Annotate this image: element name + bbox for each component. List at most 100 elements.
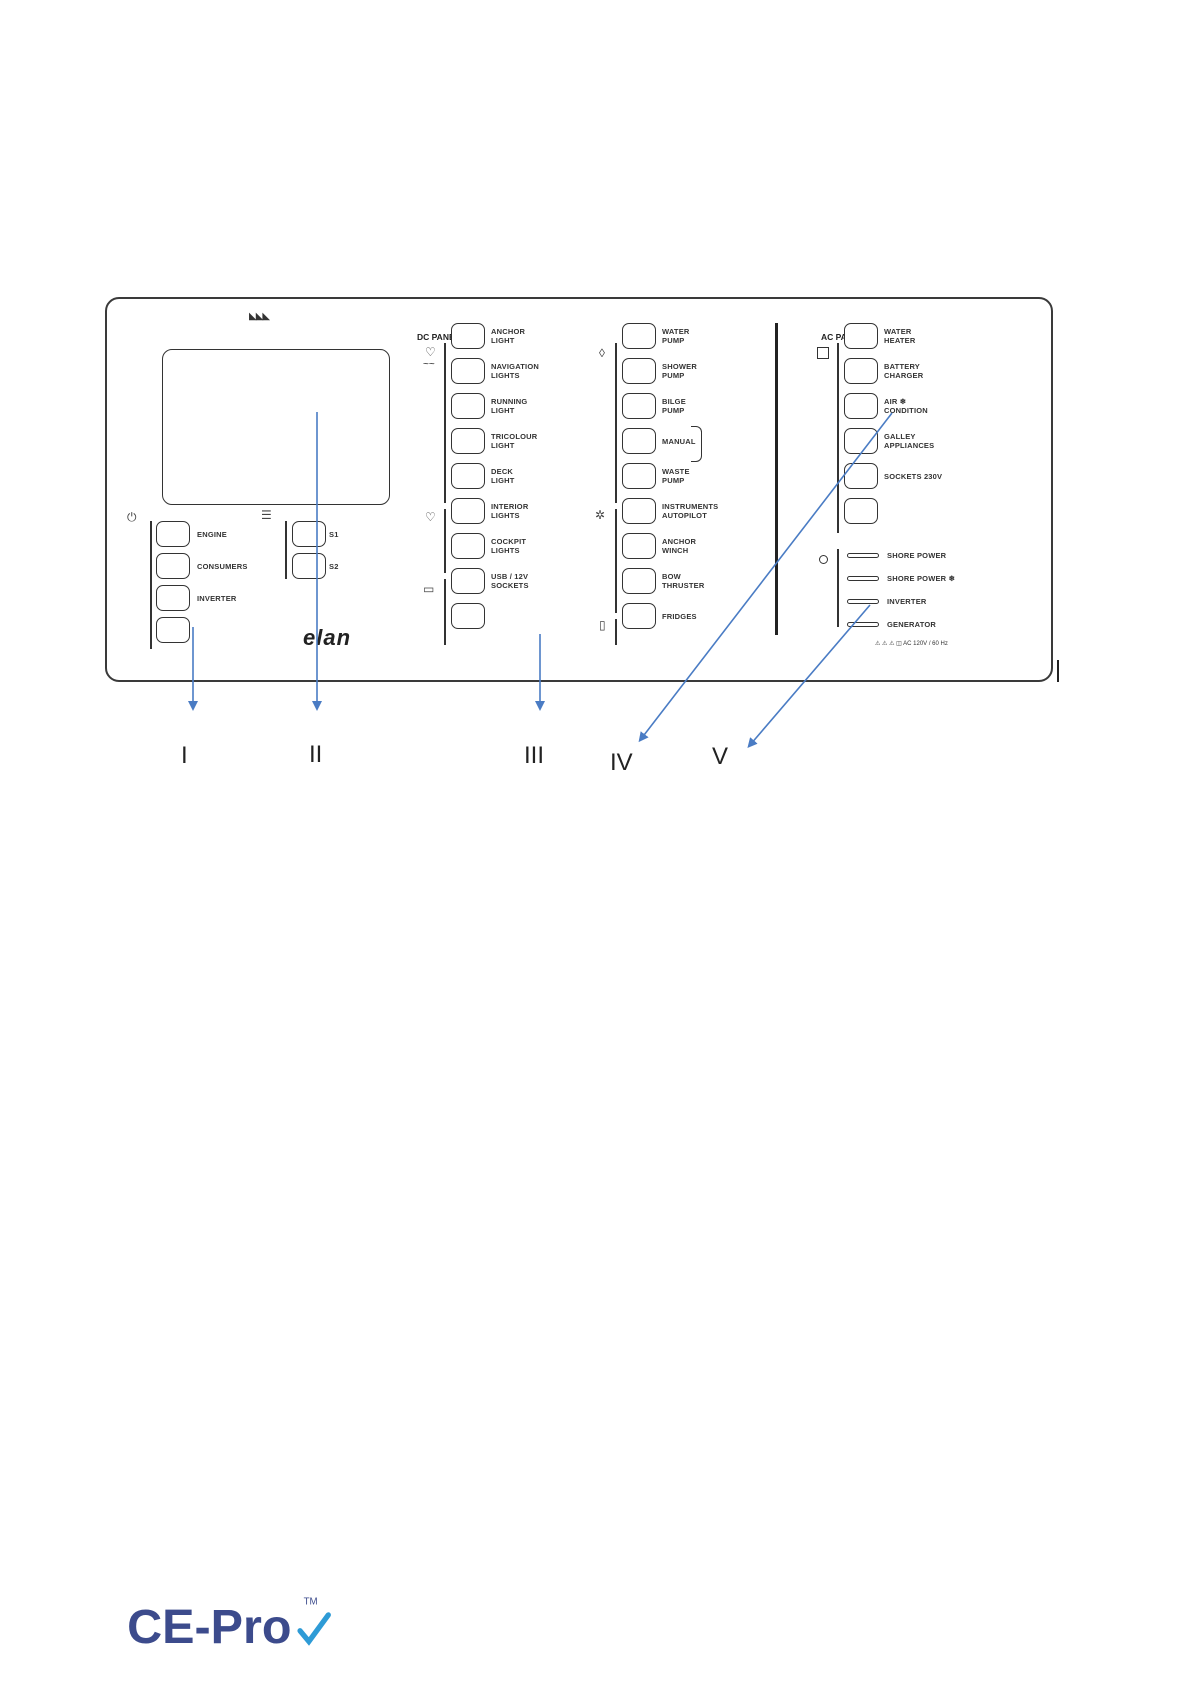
button-label: FRIDGES bbox=[662, 611, 697, 621]
spare-button[interactable] bbox=[156, 617, 190, 643]
group-line bbox=[285, 521, 287, 579]
power-icon: ⏻ bbox=[127, 510, 137, 524]
callout-label-iii: III bbox=[524, 742, 545, 769]
bow-thruster-button[interactable] bbox=[622, 568, 656, 594]
engine-button[interactable] bbox=[156, 521, 190, 547]
sliders-icon: ☰ bbox=[261, 508, 272, 522]
s1-button[interactable] bbox=[292, 521, 326, 547]
button-label: ENGINE bbox=[197, 529, 227, 539]
button-label: COCKPIT LIGHTS bbox=[491, 537, 527, 555]
dc-panel-header: DC PANEL bbox=[417, 332, 460, 342]
interior-lights-button[interactable] bbox=[451, 498, 485, 524]
group-line bbox=[837, 549, 839, 627]
group-line bbox=[615, 619, 617, 645]
button-label: BOW THRUSTER bbox=[662, 572, 705, 590]
button-label: SOCKETS 230V bbox=[884, 471, 943, 481]
consumers-button[interactable] bbox=[156, 553, 190, 579]
display-screen bbox=[162, 349, 390, 505]
usb-12v-sockets-button[interactable] bbox=[451, 568, 485, 594]
fridge-icon: ▯ bbox=[599, 618, 606, 632]
fridges-button[interactable] bbox=[622, 603, 656, 629]
bulb-icon: ♡ bbox=[425, 510, 436, 524]
indicator-icon bbox=[819, 555, 828, 564]
bilge-manual-bracket bbox=[691, 426, 702, 462]
button-label: S2 bbox=[329, 561, 339, 571]
monitor-icon: ▭ bbox=[423, 582, 435, 596]
waste-pump-button[interactable] bbox=[622, 463, 656, 489]
bilge-pump-button[interactable] bbox=[622, 393, 656, 419]
button-label: ANCHOR WINCH bbox=[662, 537, 697, 555]
group-line bbox=[444, 579, 446, 645]
callout-label-i: I bbox=[181, 742, 188, 769]
group-line bbox=[615, 343, 617, 503]
button-label: MANUAL bbox=[662, 436, 696, 446]
button-label: INVERTER bbox=[197, 593, 237, 603]
panel-divider bbox=[775, 323, 778, 635]
water-heater-button[interactable] bbox=[844, 323, 878, 349]
bulb-icon: ♡ bbox=[425, 345, 436, 359]
button-label: AIR ❄ CONDITION bbox=[884, 397, 928, 415]
elan-logo: elan bbox=[303, 625, 352, 650]
brand-text: CE-Pro bbox=[127, 1600, 291, 1652]
group-line bbox=[444, 343, 446, 503]
signal-icon: ◣◣◣ bbox=[249, 311, 270, 322]
button-label: SHOWER PUMP bbox=[662, 362, 697, 380]
button-label: WASTE PUMP bbox=[662, 467, 690, 485]
ac-panel-header: AC PANEL bbox=[821, 332, 864, 342]
brand-tm: TM bbox=[304, 1596, 318, 1607]
button-label: BILGE PUMP bbox=[662, 397, 686, 415]
button-label: NAVIGATION LIGHTS bbox=[491, 362, 539, 380]
indicator-label: GENERATOR bbox=[887, 620, 937, 629]
anchor-light-button[interactable] bbox=[451, 323, 485, 349]
rating-footnote: ⚠ ⚠ ⚠ ◫ AC 120V / 60 Hz bbox=[875, 641, 948, 647]
callout-label-ii: II bbox=[309, 741, 323, 768]
button-label: TRICOLOUR LIGHT bbox=[491, 432, 538, 450]
indicator-light bbox=[847, 599, 879, 604]
wave-icon: ~~ bbox=[423, 359, 435, 370]
tricolour-light-button[interactable] bbox=[451, 428, 485, 454]
inverter-button[interactable] bbox=[156, 585, 190, 611]
shower-pump-button[interactable] bbox=[622, 358, 656, 384]
anchor-winch-button[interactable] bbox=[622, 533, 656, 559]
panel-edge-mark bbox=[1057, 660, 1059, 682]
button-label: WATER HEATER bbox=[884, 327, 916, 345]
arrow-iv bbox=[638, 412, 893, 743]
indicator-label: SHORE POWER bbox=[887, 551, 947, 560]
button-label: RUNNING LIGHT bbox=[491, 397, 528, 415]
button-label: WATER PUMP bbox=[662, 327, 690, 345]
manual-button[interactable] bbox=[622, 428, 656, 454]
button-label: ANCHOR LIGHT bbox=[491, 327, 526, 345]
callout-label-iv: IV bbox=[610, 749, 633, 776]
water-pump-button[interactable] bbox=[622, 323, 656, 349]
instruments-autopilot-button[interactable] bbox=[622, 498, 656, 524]
s2-button[interactable] bbox=[292, 553, 326, 579]
navigation-lights-button[interactable] bbox=[451, 358, 485, 384]
indicator-light bbox=[847, 622, 879, 627]
cockpit-lights-button[interactable] bbox=[451, 533, 485, 559]
indicator-light bbox=[847, 576, 879, 581]
button-label: USB / 12V SOCKETS bbox=[491, 572, 529, 590]
button-label: GALLEY APPLIANCES bbox=[884, 432, 935, 450]
battery-charger-button[interactable] bbox=[844, 358, 878, 384]
drop-icon: ◊ bbox=[599, 346, 605, 360]
group-line bbox=[444, 509, 446, 573]
arrow-v bbox=[747, 604, 871, 749]
checkmark-icon bbox=[297, 1612, 331, 1646]
button-label: S1 bbox=[329, 529, 339, 539]
indicator-light bbox=[847, 553, 879, 558]
group-line bbox=[837, 343, 839, 533]
spare-button[interactable] bbox=[844, 498, 878, 524]
indicator-label: SHORE POWER ❄ bbox=[887, 574, 956, 583]
ce-pro-logo: CE-Pro TM bbox=[127, 1596, 331, 1652]
group-line bbox=[615, 509, 617, 613]
button-label: INSTRUMENTS AUTOPILOT bbox=[662, 502, 719, 520]
heater-icon bbox=[817, 347, 829, 359]
spare-button[interactable] bbox=[451, 603, 485, 629]
deck-light-button[interactable] bbox=[451, 463, 485, 489]
running-light-button[interactable] bbox=[451, 393, 485, 419]
air-condition-button[interactable] bbox=[844, 393, 878, 419]
indicator-label: INVERTER bbox=[887, 597, 927, 606]
button-label: CONSUMERS bbox=[197, 561, 248, 571]
